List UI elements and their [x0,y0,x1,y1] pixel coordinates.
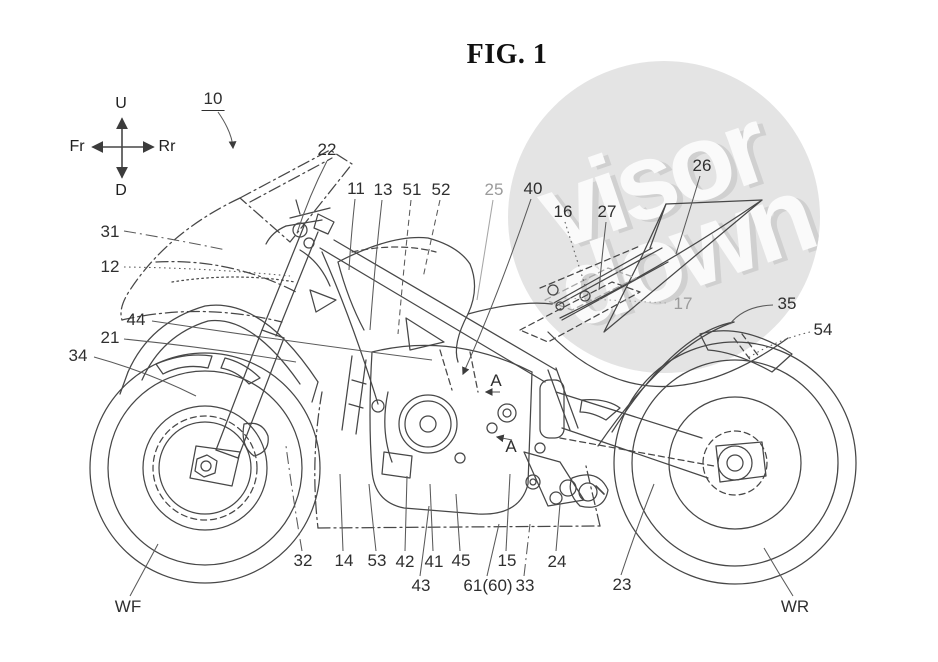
section-marker-a-upper: A [490,371,502,390]
ref-label-15: 15 [497,551,517,570]
ref-label-52: 52 [431,180,451,199]
ref-label-61-60: 61(60) [463,576,513,595]
ref-label-24: 24 [547,552,567,571]
ref-label-17: 17 [673,294,693,313]
ref-label-wr: WR [780,597,810,616]
orientation-cross-arrows [91,117,155,179]
ref-label-40: 40 [523,179,543,198]
ref-label-wf: WF [114,597,142,616]
ref-label-44: 44 [126,310,146,329]
ref-label-23: 23 [612,575,632,594]
leader-lines [93,111,811,597]
ref-label-32: 32 [293,551,313,570]
ref-label-41: 41 [424,552,444,571]
orientation-label-front: Fr [69,138,85,155]
ref-label-54: 54 [813,320,833,339]
ref-label-43: 43 [411,576,431,595]
ref-label-27: 27 [597,202,617,221]
orientation-label-up: U [115,95,127,112]
engine [341,344,533,515]
steering-head [265,199,335,249]
rear-wheel [613,341,857,585]
ref-label-51: 51 [402,180,422,199]
section-marker-a-lower: A [505,437,517,456]
linkage-and-footrest [523,367,609,508]
ref-label-13: 13 [373,180,393,199]
ref-label-33: 33 [515,576,535,595]
main-frame [319,239,557,413]
front-fairing [120,149,353,323]
ref-label-35: 35 [777,294,797,313]
seat-and-tail [467,199,789,388]
rear-hugger [597,321,793,447]
ref-label-31: 31 [100,222,120,241]
ref-label-42: 42 [395,552,415,571]
ref-label-53: 53 [367,551,387,570]
ref-label-34: 34 [68,346,88,365]
ref-label-26: 26 [692,156,712,175]
ref-label-22: 22 [317,140,337,159]
ref-label-12: 12 [100,257,120,276]
front-fork [215,225,319,459]
front-wheel [89,352,321,584]
watermark-stamp: visor down [508,61,820,373]
ref-label-45: 45 [451,551,471,570]
ref-label-14: 14 [334,551,354,570]
ref-label-16: 16 [553,202,573,221]
ref-label-21: 21 [100,328,120,347]
lower-cowl [314,391,601,529]
fuel-tank [337,236,476,363]
front-fender [119,304,319,403]
ref-label-10: 10 [201,89,225,111]
orientation-label-rear: Rr [158,138,176,155]
ref-label-11: 11 [347,179,365,198]
orientation-label-down: D [115,182,127,199]
ref-label-25: 25 [484,180,504,199]
figure-title: FIG. 1 [466,39,548,70]
